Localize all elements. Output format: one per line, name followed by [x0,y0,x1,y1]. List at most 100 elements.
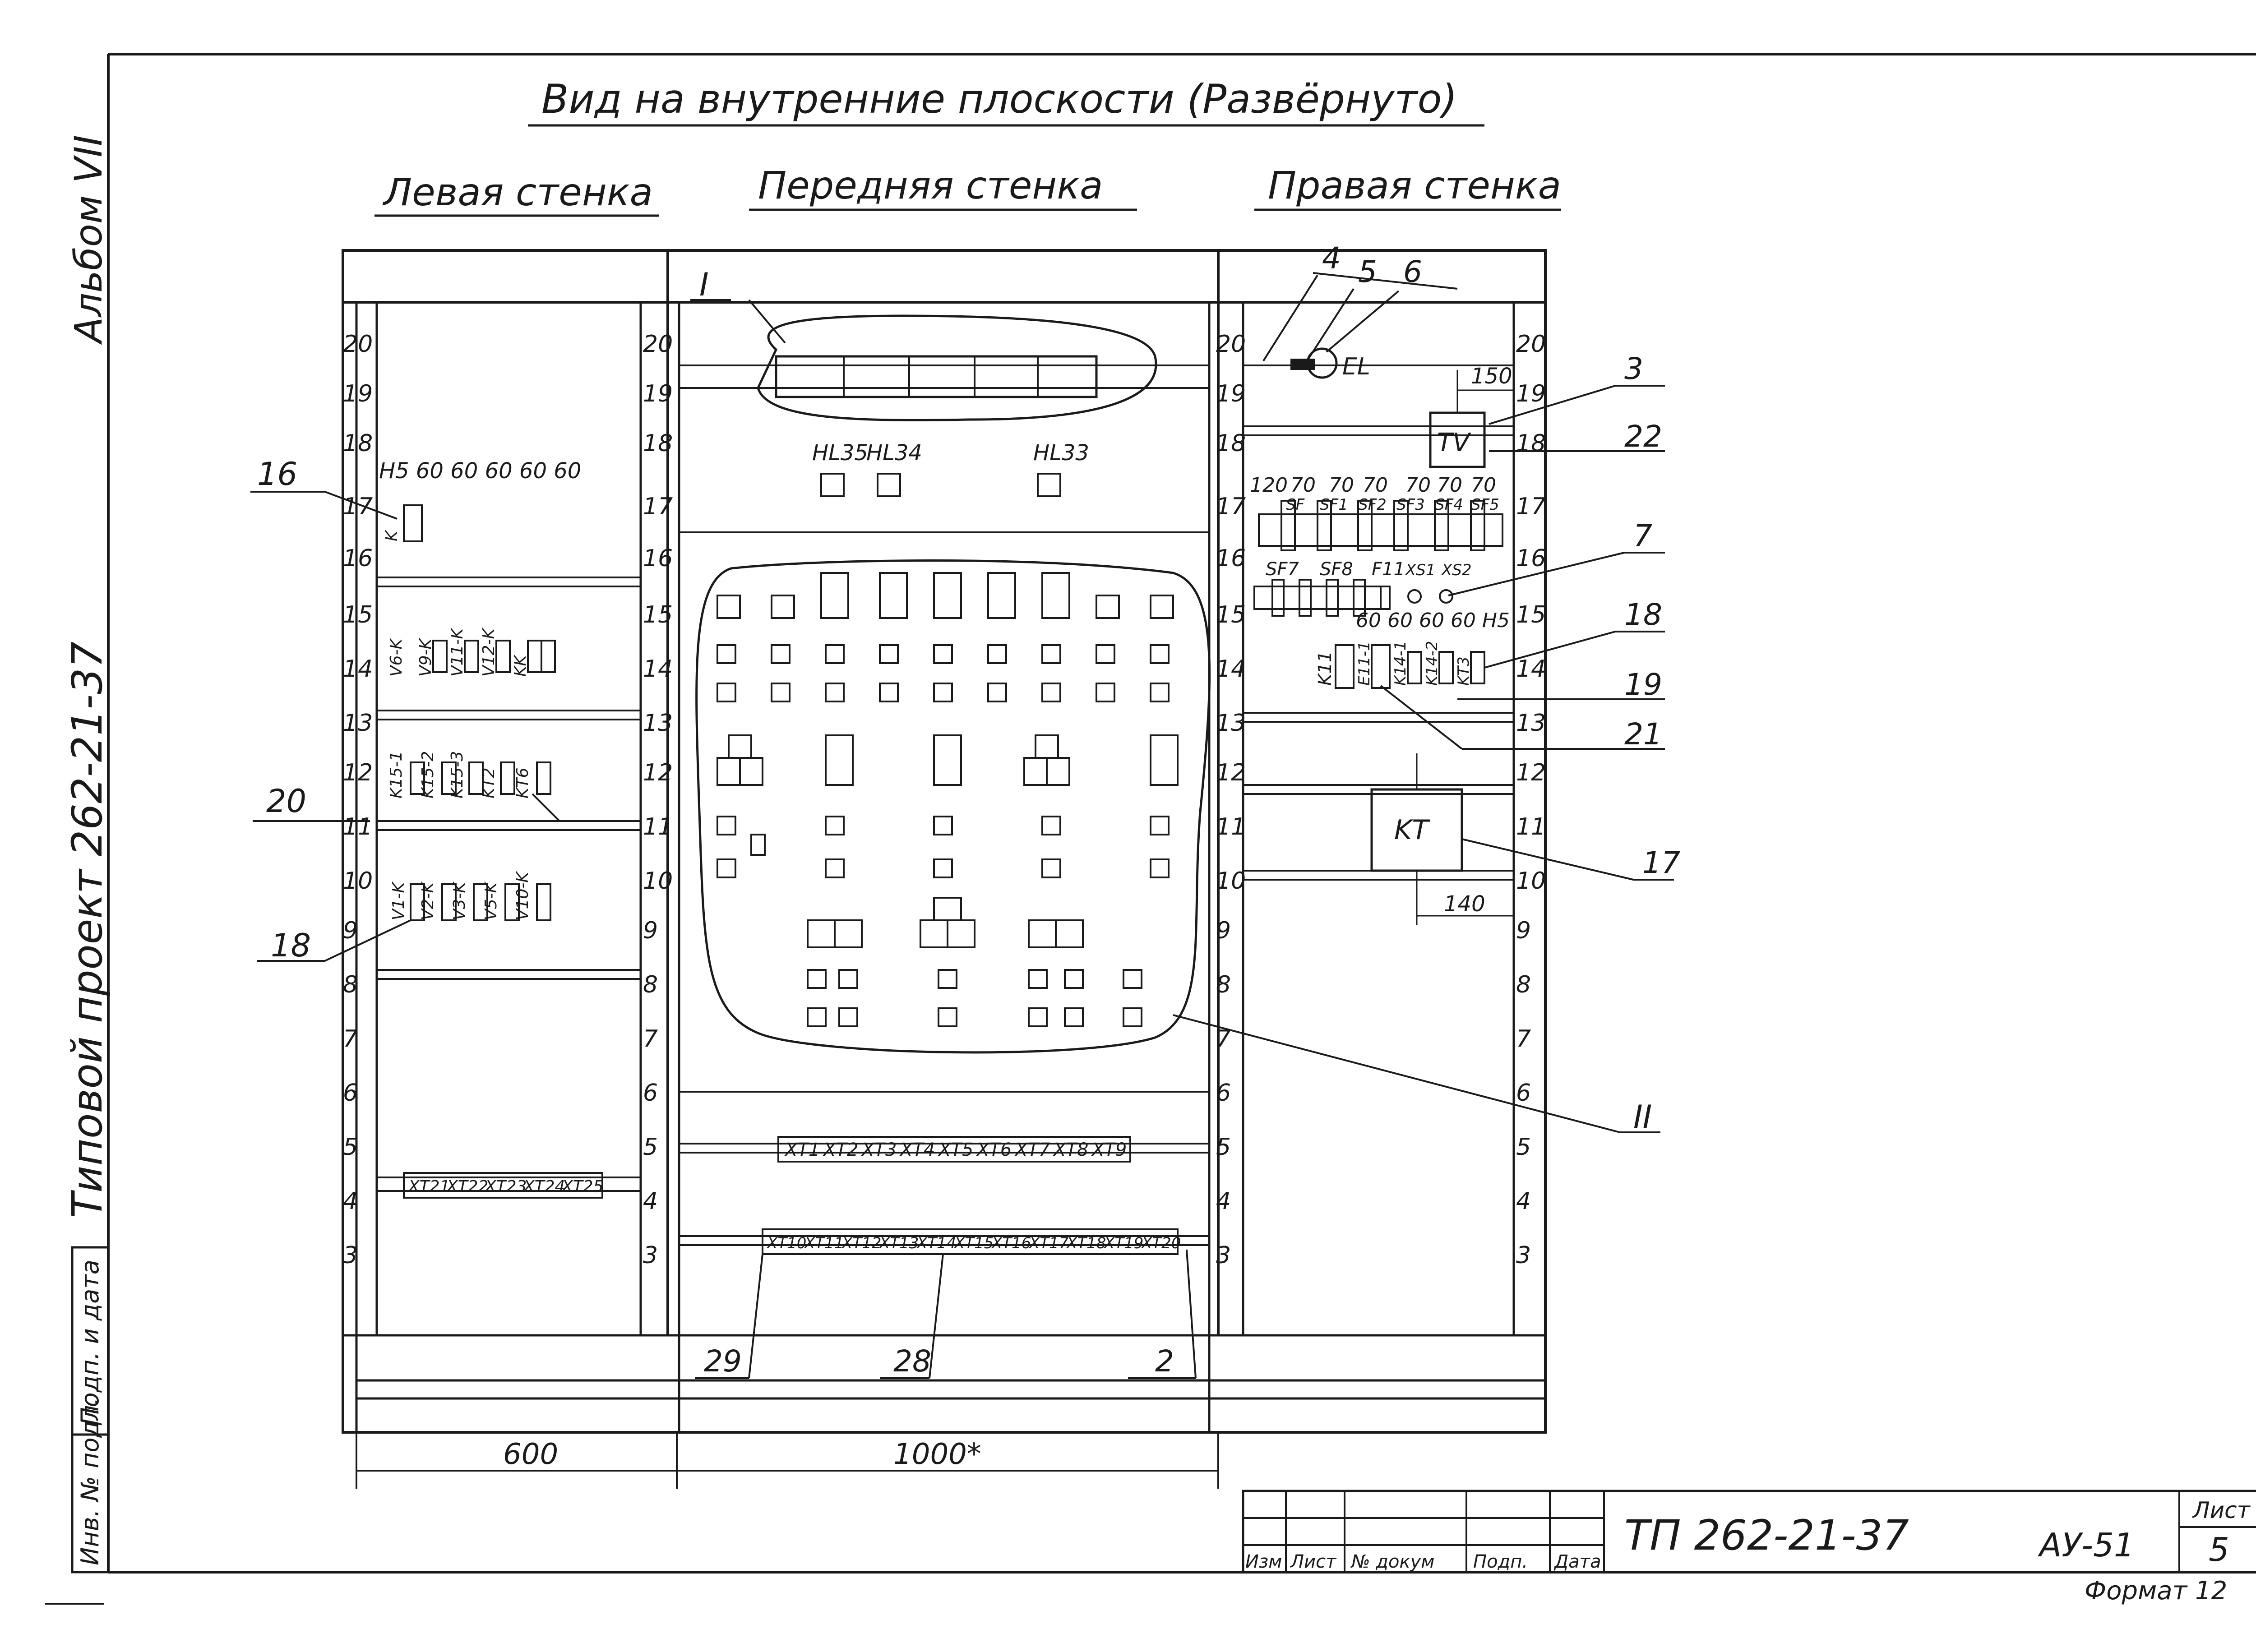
relay-label: K15-2 [419,751,437,798]
scale-number: 16 [643,545,673,572]
relay-label: V11-K [448,628,467,677]
relay-label: V5-K [482,881,500,920]
tv-label: TV [1437,428,1471,457]
scale-number: 13 [1516,710,1546,737]
relay-label: K15-1 [387,751,406,798]
scale-left-inner: 20 19 18 17 16 15 14 13 12 11 10 9 8 7 6… [643,331,673,1269]
scale-number: 10 [1516,868,1546,895]
breaker-row-top: SF SF1 SF2 SF3 SF4 SF5 [1258,496,1503,551]
scale-number: 15 [1216,601,1246,628]
scale-number: 12 [643,759,673,786]
terminal-label: XT18 [1066,1234,1106,1252]
terminal-label: XT15 [953,1234,994,1252]
scale-number: 16 [343,545,373,572]
terminal-label: XT8 [1053,1140,1088,1160]
callout-20: 21 [1624,717,1662,752]
cabinet-outline [342,249,1547,1434]
lamp-label: HL34 [866,440,922,466]
callout-II: II [1633,1098,1652,1135]
dim-140: 140 [1444,891,1485,917]
breaker-label: SF2 [1358,496,1387,514]
scale-number: 8 [643,971,658,998]
relay-label: KT3 [1455,656,1473,686]
scale-left-outer: 20 19 18 17 16 15 14 13 12 11 10 9 8 7 6… [343,329,373,1331]
el-label: EL [1342,353,1370,380]
tb-sheet-label: Лист [2192,1497,2251,1523]
terminal-label: XT9 [1091,1140,1127,1160]
left-dims: H5 60 60 60 60 60 [379,458,581,484]
tb-col: Лист [1290,1551,1337,1572]
scale-number: 4 [343,1188,358,1215]
terminal-label: XT19 [1103,1234,1143,1252]
scale-number: 7 [1516,1025,1531,1052]
scale-number: 8 [1516,971,1531,998]
callout-18-left: 18 [271,927,311,964]
scale-right-inner: 20 19 18 17 16 15 14 13 12 11 10 9 8 7 6… [1516,331,1546,1269]
scale-number: 4 [1516,1188,1531,1215]
scale-number: 11 [643,813,673,840]
relay-row-right: 60 60 60 60 H5 K11 E11-1 K14-1 K14-2 KT3 [1315,609,1510,689]
tb-col: Изм [1245,1551,1282,1572]
scale-number: 14 [1516,655,1546,683]
scale-number: 19 [1516,380,1546,407]
terminal-label: XT5 [938,1140,973,1160]
scale-number: 19 [643,380,673,407]
tb-format: Формат 12 [2085,1576,2227,1606]
dim-value: 70 [1329,474,1354,497]
scale-number: 6 [343,1080,358,1107]
scale-number: 3 [1516,1242,1531,1269]
scale-number: 16 [1216,545,1246,572]
scale-number: 11 [343,813,373,840]
terminal-label: XT4 [899,1140,935,1160]
callout-18-right: 18 [1624,597,1662,632]
scale-number: 20 [1516,331,1546,358]
relay-label: V12-K [480,628,498,677]
callout-5: 5 [1358,254,1377,289]
scale-number: 19 [1216,380,1246,407]
callout-22: 22 [1624,419,1662,454]
callout-7: 7 [1633,518,1652,553]
scale-number: 11 [1216,813,1246,840]
callout-2: 2 [1155,1344,1174,1379]
scale-number: 9 [343,917,358,944]
dim-value: 70 [1437,474,1462,497]
breaker-label: SF7 [1266,559,1299,580]
terminal-label: XT10 [766,1234,806,1252]
scale-number: 6 [1216,1080,1231,1107]
terminal-label: XT21 [407,1177,450,1196]
scale-number: 17 [343,493,373,520]
front-wall-title: Передняя стенка [758,163,1103,208]
relay-label: V10-K [513,871,532,920]
album-label: Альбом VII [66,135,111,345]
right-wall-title: Правая стенка [1268,163,1561,208]
terminal-label: XT20 [1141,1234,1181,1252]
scale-number: 13 [1216,710,1246,737]
stamp-sign-date: Подп. и дата [76,1260,104,1426]
scale-number: 10 [1216,868,1246,895]
callouts: 16 20 18 4 5 6 3 22 7 18 19 21 17 [250,241,1680,1379]
scale-number: 7 [643,1025,658,1052]
scale-number: 9 [643,917,658,944]
scale-number: 5 [643,1134,658,1161]
tb-col: Дата [1553,1551,1601,1572]
stamp-inv: Инв. № подл. [76,1397,104,1565]
callout-19: 19 [1624,667,1662,702]
scale-number: 16 [1516,545,1546,572]
scale-number: 6 [643,1080,658,1107]
tb-col: № докум [1350,1551,1434,1572]
terminal-label: XT17 [1028,1234,1069,1252]
terminal-label: XT16 [991,1234,1031,1252]
relay-label: V6-K [387,637,406,677]
relay-label: K11 [1315,651,1336,686]
terminal-label: XT6 [976,1140,1012,1160]
relay-label: V3-K [450,881,469,920]
scale-number: 17 [1516,493,1546,520]
terminal-label: XT11 [804,1234,844,1252]
left-wall: H5 60 60 60 60 60 K V6-K V9-K V11-K V12-… [377,458,641,1199]
scale-number: 18 [643,430,673,457]
relay-label: K14-1 [1392,641,1410,686]
relay-label: K15-3 [448,751,467,798]
scale-number: 14 [343,655,373,683]
faceplate-grid [717,572,1179,1027]
